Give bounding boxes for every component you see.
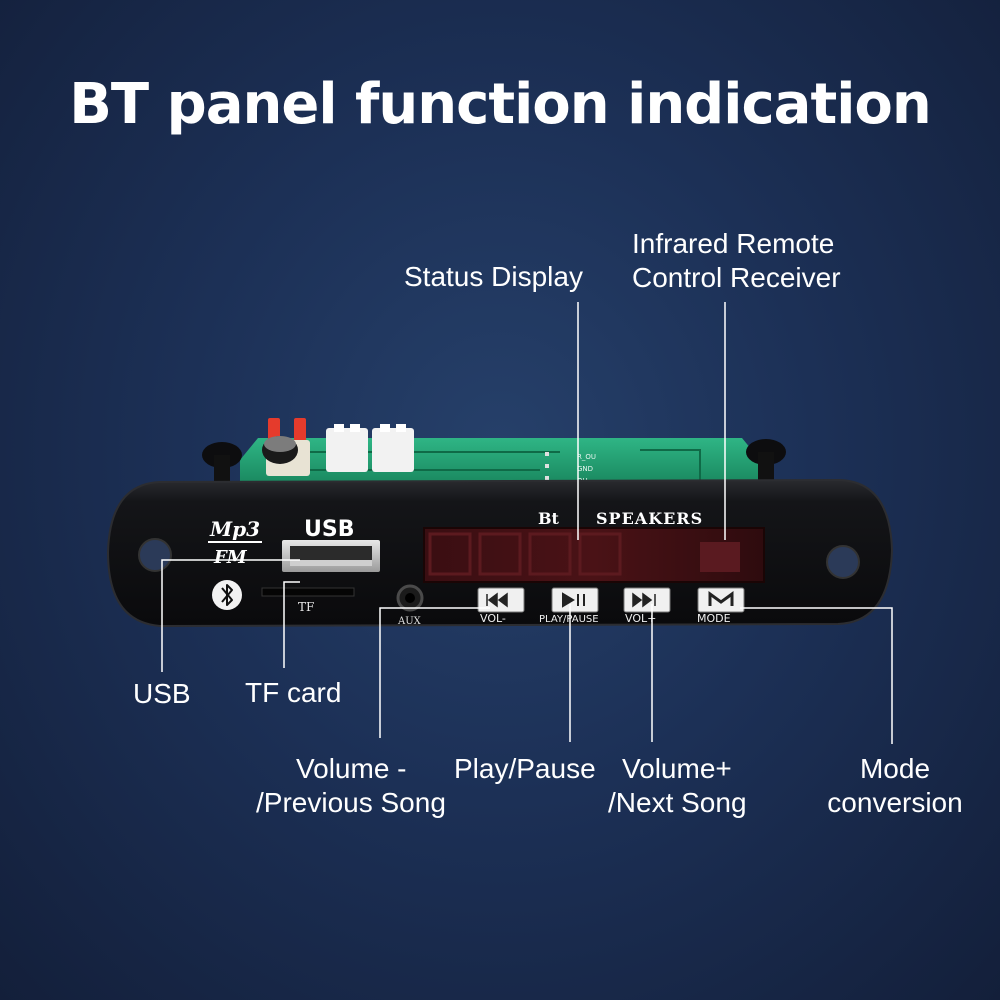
mode-callout-line2: conversion — [827, 787, 963, 818]
callout-lines — [161, 302, 893, 744]
ir-receiver-callout-line2: Control Receiver — [632, 262, 841, 293]
mode-leader — [740, 607, 893, 744]
volume-plus-callout-line1: Volume+ — [622, 753, 732, 784]
page-title: BT panel function indication — [69, 72, 932, 137]
tf-card-slot[interactable] — [261, 587, 355, 597]
ir-receiver-callout-line1: Infrared Remote — [632, 228, 835, 259]
vol-minus-label: VOL- — [480, 612, 506, 625]
volume-plus-callout-line2: /Next Song — [608, 787, 747, 818]
usb-port[interactable] — [282, 540, 380, 572]
right-mount-hole — [826, 545, 860, 579]
mode-icon — [708, 591, 734, 606]
pcb-board: R_OU GND OU — [240, 438, 760, 490]
volume-minus-callout-line2: /Previous Song — [256, 787, 446, 818]
aux-panel-label: AUX — [397, 616, 422, 627]
usb-callout: USB — [133, 678, 191, 709]
volume-minus-leader — [379, 607, 490, 738]
mode-label: MODE — [697, 612, 731, 625]
mp3-logo-text: Mp3 — [209, 517, 260, 541]
play-pause-label: PLAY/PAUSE — [539, 614, 599, 625]
vol-plus-label: VOL+ — [625, 612, 656, 625]
mode-callout-line1: Mode — [859, 753, 931, 784]
brand-bt-text: Bt — [538, 509, 560, 528]
usb-leader — [161, 559, 300, 672]
mode-button[interactable] — [697, 587, 745, 613]
tf-card-callout: TF card — [245, 677, 342, 708]
vol-plus-button[interactable] — [623, 587, 671, 613]
next-icon — [632, 592, 656, 608]
status-display-callout: Status Display — [404, 261, 583, 292]
tf-panel-label: TF — [298, 600, 314, 614]
volume-minus-callout-line1: Volume - — [296, 753, 407, 784]
status-display — [423, 527, 765, 583]
prev-icon — [486, 592, 508, 608]
pcb-label-gnd: GND — [577, 465, 593, 473]
play-pause-callout: Play/Pause — [454, 753, 596, 784]
bluetooth-icon — [212, 580, 242, 610]
brand-speakers-text: SPEAKERS — [596, 509, 703, 528]
play-pause-icon — [562, 592, 585, 608]
aux-jack[interactable] — [396, 584, 424, 612]
tf-card-leader — [283, 581, 300, 668]
left-mount-hole — [138, 538, 172, 572]
usb-panel-label: USB — [304, 517, 354, 542]
pcb-components — [262, 418, 414, 476]
pcb-label-r-ou: R_OU — [577, 453, 596, 461]
vol-minus-button[interactable] — [477, 587, 525, 613]
fm-logo-text: FM — [213, 547, 248, 568]
play-pause-button[interactable] — [551, 587, 599, 613]
